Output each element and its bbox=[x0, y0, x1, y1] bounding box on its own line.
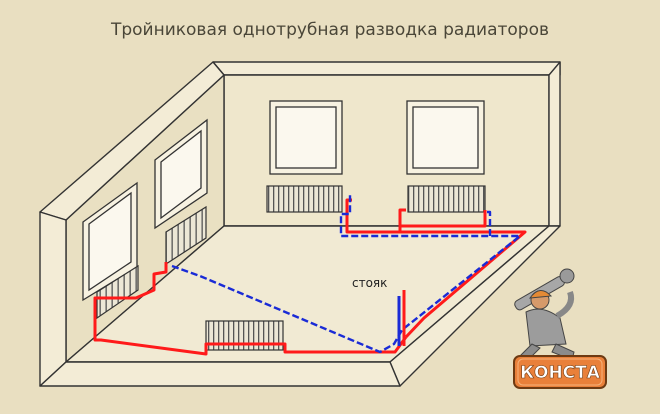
radiator-back-right bbox=[407, 185, 486, 213]
radiator-left-front bbox=[96, 264, 139, 320]
left-wall-front-edge bbox=[39, 211, 67, 387]
return-pipe bbox=[171, 194, 522, 354]
riser-label: стояк bbox=[352, 276, 388, 290]
supply-pipe-back-left bbox=[398, 208, 406, 226]
left-window-front bbox=[82, 181, 138, 302]
diagram-title: Тройниковая однотрубная разводка радиато… bbox=[110, 20, 550, 40]
front-floor-edge bbox=[39, 361, 401, 387]
back-wall-right-edge bbox=[548, 61, 561, 227]
worker-figure bbox=[514, 268, 575, 361]
left-window-back bbox=[154, 118, 208, 230]
radiator-floor-front bbox=[205, 320, 284, 351]
windows bbox=[82, 100, 485, 302]
back-window-left bbox=[269, 100, 343, 175]
logo-text: КОНСТА bbox=[520, 363, 601, 383]
konsta-logo: КОНСТА bbox=[513, 268, 607, 389]
back-wall-top-band bbox=[212, 61, 561, 76]
logo-badge: КОНСТА bbox=[513, 355, 607, 389]
back-window-right bbox=[406, 100, 485, 175]
radiator-back-left bbox=[266, 185, 343, 213]
supply-pipe bbox=[93, 262, 408, 356]
return-pipe-back-right bbox=[485, 210, 492, 236]
radiator-left-back bbox=[165, 205, 207, 266]
